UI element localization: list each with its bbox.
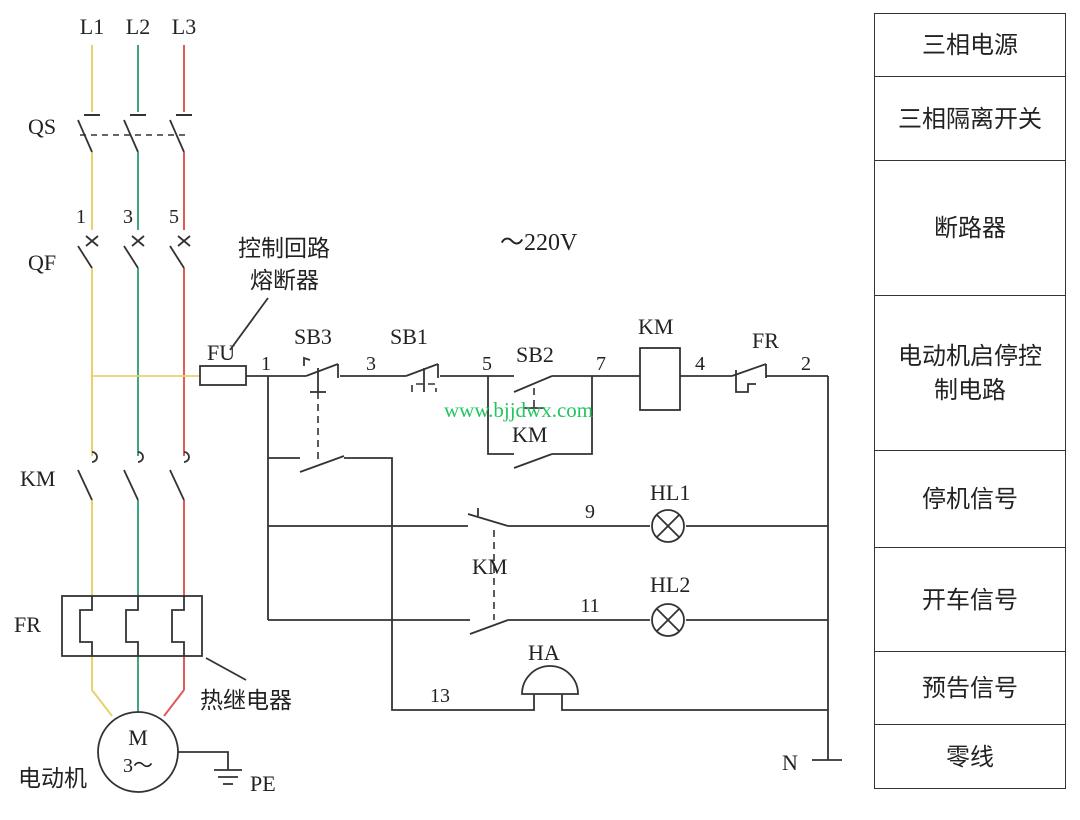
- fuse-fu: [199, 365, 247, 386]
- legend-table: 三相电源 三相隔离开关 断路器 电动机启停控制电路 停机信号 开车信号 预告信号…: [874, 13, 1066, 789]
- breaker-qf: [77, 235, 191, 269]
- breaker-terminal-5: 5: [169, 206, 179, 228]
- ground-icon: [178, 751, 242, 785]
- node-label-7: 7: [596, 353, 606, 375]
- legend-row-run-signal: 开车信号: [875, 548, 1065, 652]
- node-label-9: 9: [585, 501, 595, 523]
- node-label-1: 1: [261, 353, 271, 375]
- motor-label: 电动机: [18, 766, 87, 792]
- lamp-hl2-label: HL2: [650, 572, 690, 597]
- overload-relay-elements: [79, 596, 185, 656]
- control-circuit: FU 控制回路 熔断器 ～220V 1 3 5 7 4 2 9 11 13: [199, 230, 842, 775]
- thermal-relay-callout-line: [205, 657, 247, 681]
- lamp-icon-hl2: [651, 603, 685, 637]
- legend-row-warning-signal: 预告信号: [875, 652, 1065, 725]
- signal-contact-label: KM: [472, 554, 507, 579]
- contactor-label: KM: [20, 466, 55, 491]
- isolator-switch-qs: [77, 119, 190, 153]
- sb3-aux-contact: [268, 455, 520, 711]
- phase-label-l3: L3: [172, 14, 196, 39]
- overload-relay-box: [61, 595, 203, 657]
- phase-label-l2: L2: [126, 14, 150, 39]
- legend-row-isolator: 三相隔离开关: [875, 77, 1065, 161]
- main-rung-wires: [246, 375, 829, 760]
- breaker-terminal-3: 3: [123, 206, 133, 228]
- legend-row-neutral: 零线: [946, 742, 994, 771]
- run-signal-rung: [268, 619, 828, 635]
- seal-in-contact-label: KM: [512, 422, 547, 447]
- power-circuit: L1 L2 L3: [14, 14, 292, 796]
- stop-button-sb1: [405, 363, 439, 392]
- node-label-2: 2: [801, 353, 811, 375]
- breaker-terminal-1: 1: [76, 206, 86, 228]
- node-label-3: 3: [366, 353, 376, 375]
- horn-icon-ha: [520, 665, 828, 711]
- lamp-hl1-label: HL1: [650, 480, 690, 505]
- overload-contact-label: FR: [752, 328, 779, 353]
- start-button-sb2: [513, 375, 553, 409]
- coil-label: KM: [638, 314, 673, 339]
- stop-button-label: SB3: [294, 324, 332, 349]
- phase-label-l1: L1: [80, 14, 104, 39]
- fuse-label: FU: [207, 340, 235, 365]
- node-label-5: 5: [482, 353, 492, 375]
- motor-circle: [97, 711, 179, 793]
- overload-contact-fr: [731, 363, 767, 393]
- phase-wire-l1: [84, 45, 113, 717]
- overload-label: FR: [14, 612, 41, 637]
- legend-row-control: 电动机启停控制电路: [875, 296, 1065, 451]
- ground-label: PE: [250, 771, 276, 796]
- isolator-label: QS: [28, 114, 56, 139]
- thermal-relay-label: 热继电器: [200, 688, 292, 714]
- motor-symbol: M: [128, 725, 148, 750]
- watermark: www.bjjdwx.com: [444, 398, 593, 422]
- horn-label: HA: [528, 640, 560, 665]
- fuse-callout-line1: 控制回路: [238, 236, 330, 262]
- fuse-callout-line: [229, 297, 269, 351]
- neutral-label: N: [782, 750, 798, 775]
- stop-button-sb1-label: SB1: [390, 324, 428, 349]
- start-button-label: SB2: [516, 342, 554, 367]
- breaker-label: QF: [28, 250, 56, 275]
- seal-in-contact-km: [487, 376, 593, 469]
- phase-wire-l2: [130, 45, 146, 712]
- contactor-km-main: [77, 451, 190, 501]
- node-label-4: 4: [695, 353, 705, 375]
- lamp-icon-hl1: [651, 509, 685, 543]
- legend-row-stop-signal: 停机信号: [875, 451, 1065, 548]
- stop-button-sb3: [303, 356, 339, 393]
- legend-row-breaker: 断路器: [875, 161, 1065, 296]
- contactor-coil-km: [639, 347, 681, 411]
- motor-phase: 3～: [123, 755, 153, 777]
- phase-wire-l3: [163, 45, 192, 717]
- stop-signal-rung: [268, 508, 828, 527]
- legend-row-power: 三相电源: [875, 14, 1065, 77]
- fuse-callout-line2: 熔断器: [250, 268, 319, 294]
- voltage-label: ～220V: [500, 230, 578, 256]
- node-label-11: 11: [580, 595, 599, 617]
- node-label-13: 13: [430, 685, 450, 707]
